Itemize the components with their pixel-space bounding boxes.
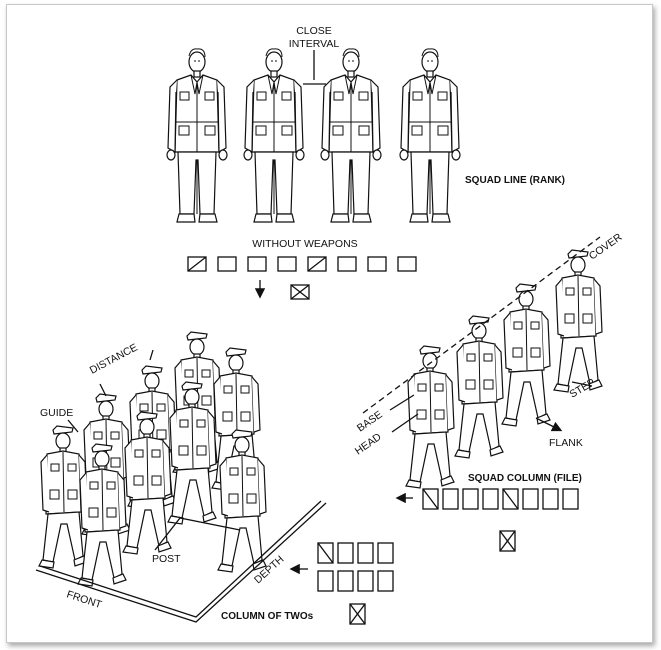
post-label: POST — [152, 553, 181, 565]
squad-column-soldiers — [406, 250, 602, 488]
base-label: BASE — [355, 409, 385, 435]
soldier-4 — [400, 49, 460, 222]
column-of-twos-label: COLUMN OF TWOs — [221, 611, 314, 622]
cover-label: COVER — [587, 231, 625, 262]
head-label: HEAD — [353, 431, 384, 458]
squad-line-boxes — [188, 257, 416, 271]
squad-line-label: SQUAD LINE (RANK) — [465, 175, 565, 186]
squad-column-label: SQUAD COLUMN (FILE) — [468, 473, 582, 484]
squad-column-leader-box — [500, 531, 515, 551]
squad-column-boxes — [423, 489, 578, 509]
soldier-1 — [167, 49, 227, 222]
column-of-twos-leader-box — [350, 604, 365, 624]
step-label: STEP — [568, 376, 598, 400]
front-label: FRONT — [65, 588, 104, 611]
flank-label: FLANK — [549, 437, 583, 449]
soldier-3 — [321, 49, 381, 222]
close-interval-label-1: CLOSE — [296, 25, 332, 37]
guide-label: GUIDE — [40, 407, 73, 419]
soldier-2 — [244, 49, 304, 222]
squad-leader-box — [291, 285, 309, 299]
column-of-twos-soldiers — [39, 332, 266, 586]
without-weapons-label: WITHOUT WEAPONS — [252, 238, 357, 250]
column-of-twos-boxes — [318, 543, 393, 591]
close-interval-label-2: INTERVAL — [289, 38, 340, 50]
distance-label: DISTANCE — [88, 341, 140, 376]
